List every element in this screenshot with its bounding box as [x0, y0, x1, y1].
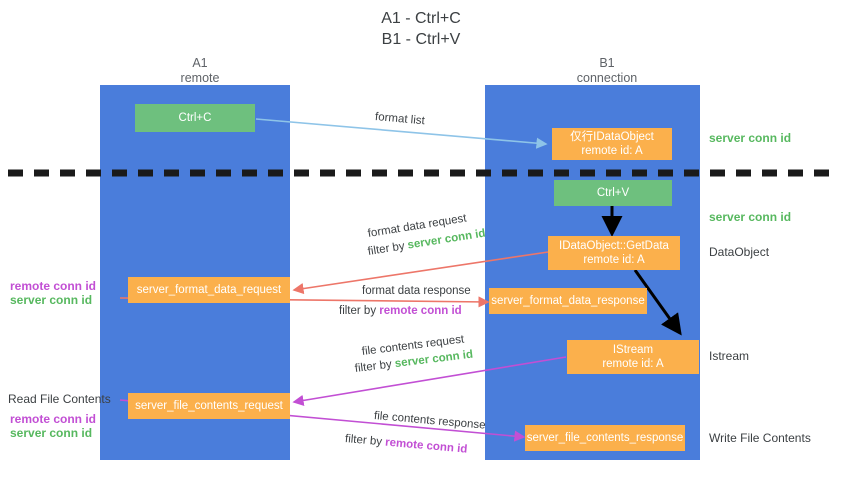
box-istream[interactable]: IStream remote id: A	[567, 340, 699, 374]
left-label-remote-conn-id-2: remote conn id	[10, 412, 97, 426]
right-label-write-file-contents: Write File Contents	[709, 431, 811, 445]
box-istream-line2: remote id: A	[602, 358, 664, 370]
column-header-a1-name: A1	[192, 56, 208, 70]
box-ctrl-c-label: Ctrl+C	[178, 112, 212, 124]
column-header-b1-role: connection	[576, 71, 638, 85]
left-label-read-file-contents: Read File Contents	[8, 392, 111, 406]
arrow-label-file-contents-response: file contents response	[373, 410, 487, 432]
right-label-server-conn-id-1: server conn id	[709, 131, 792, 145]
filter-prefix: filter by	[344, 433, 386, 449]
box-server-format-data-request-label: server_format_data_request	[136, 284, 282, 296]
box-idataobject-getdata-line1: IDataObject::GetData	[559, 240, 669, 252]
column-header-a1-role: remote	[180, 71, 220, 85]
left-label-remote-conn-id-1: remote conn id	[10, 279, 97, 293]
right-label-dataobject: DataObject	[709, 245, 770, 259]
arrow-label-format-list: format list	[374, 111, 426, 128]
box-server-file-contents-request-label: server_file_contents_request	[135, 400, 283, 412]
column-header-b1: B1 connection	[542, 56, 672, 86]
box-server-file-contents-response-label: server_file_contents_response	[526, 432, 684, 444]
box-idataobject[interactable]: 仅行IDataObject remote id: A	[552, 128, 672, 160]
box-server-format-data-response[interactable]: server_format_data_response	[489, 288, 647, 314]
filter-prefix: filter by	[354, 358, 396, 375]
box-idataobject-line1: 仅行IDataObject	[570, 131, 654, 143]
box-idataobject-line2: remote id: A	[581, 145, 643, 157]
arrow-label-format-data-response: format data response	[362, 285, 471, 297]
box-ctrl-c[interactable]: Ctrl+C	[135, 104, 255, 132]
box-server-file-contents-request[interactable]: server_file_contents_request	[128, 393, 290, 419]
column-header-a1: A1 remote	[140, 56, 260, 86]
box-server-file-contents-response[interactable]: server_file_contents_response	[525, 425, 685, 451]
box-istream-line1: IStream	[612, 344, 654, 356]
filter-value-remote-conn-id: remote conn id	[379, 305, 462, 317]
right-label-istream: Istream	[709, 349, 750, 363]
box-idataobject-getdata-line2: remote id: A	[583, 254, 645, 266]
column-header-b1-name: B1	[599, 56, 615, 70]
arrow-label-format-data-response-filter: filter by remote conn id	[339, 304, 462, 319]
filter-prefix: filter by	[366, 239, 409, 258]
title-line-2: B1 - Ctrl+V	[381, 31, 461, 48]
left-label-server-conn-id-2: server conn id	[10, 426, 93, 440]
right-label-server-conn-id-2: server conn id	[709, 210, 792, 224]
left-label-server-conn-id-1: server conn id	[10, 293, 93, 307]
box-idataobject-getdata[interactable]: IDataObject::GetData remote id: A	[548, 236, 680, 270]
box-ctrl-v[interactable]: Ctrl+V	[554, 180, 672, 206]
box-server-format-data-response-label: server_format_data_response	[491, 295, 645, 307]
arrow-label-file-contents-response-filter: filter by remote conn id	[344, 432, 468, 458]
filter-value-remote-conn-id: remote conn id	[384, 436, 468, 456]
title-line-1: A1 - Ctrl+C	[381, 10, 461, 27]
box-server-format-data-request[interactable]: server_format_data_request	[128, 277, 290, 303]
diagram-title: A1 - Ctrl+C B1 - Ctrl+V	[0, 8, 842, 50]
box-ctrl-v-label: Ctrl+V	[596, 187, 630, 199]
filter-prefix: filter by	[339, 305, 380, 317]
